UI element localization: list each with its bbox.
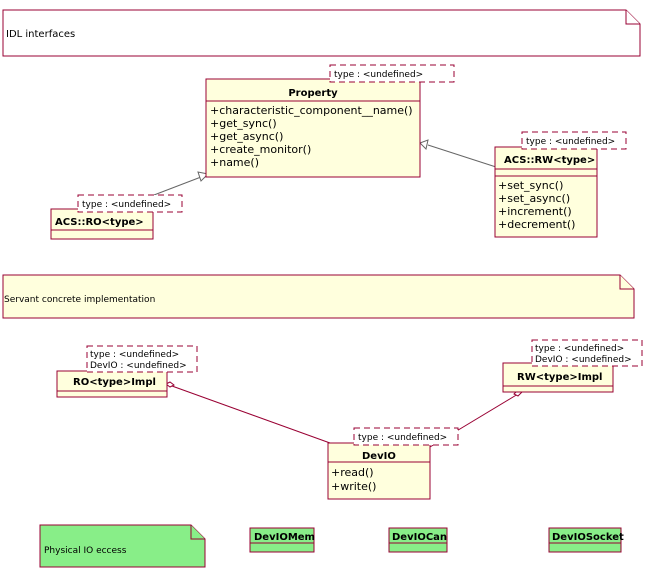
class-ro-impl-name: RO<type>Impl	[73, 377, 156, 388]
op-characteristic-component-name: +characteristic_component__name()	[210, 104, 413, 117]
class-acs-ro[interactable]: ACS::RO<type>	[50, 208, 154, 240]
class-acs-rw-name: ACS::RW<type>	[504, 155, 595, 166]
class-devio-can-name: DevIOCan	[392, 532, 447, 543]
class-devio[interactable]: DevIO +read() +write()	[327, 442, 431, 500]
note-servant-text: Servant concrete implementation	[4, 295, 155, 305]
class-rw-impl[interactable]: RW<type>Impl	[502, 362, 614, 393]
op-decrement: +decrement()	[498, 218, 575, 231]
class-devio-mem-name: DevIOMem	[254, 532, 315, 543]
op-read: +read()	[331, 466, 374, 479]
tparam-property: type : <undefined>	[329, 64, 455, 83]
svg-text:type : <undefined>: type : <undefined>	[90, 350, 179, 360]
generalization-rw-to-property	[419, 139, 497, 168]
class-devio-can[interactable]: DevIOCan	[388, 527, 448, 553]
note-physical-io[interactable]: Physical IO eccess	[39, 524, 206, 568]
tparam-rw-impl: type : <undefined> DevIO : <undefined>	[531, 339, 643, 367]
op-get-async: +get_async()	[210, 130, 283, 143]
op-increment: +increment()	[498, 205, 572, 218]
note-idl-text: IDL interfaces	[6, 29, 75, 40]
svg-text:type : <undefined>: type : <undefined>	[535, 344, 624, 354]
tparam-acs-ro: type : <undefined>	[77, 194, 183, 213]
class-property-name: Property	[288, 88, 338, 99]
op-set-sync: +set_sync()	[498, 179, 563, 192]
note-servant-implementation[interactable]: Servant concrete implementation	[2, 274, 635, 319]
svg-text:type : <undefined>: type : <undefined>	[358, 433, 447, 443]
class-rw-impl-name: RW<type>Impl	[517, 372, 602, 383]
generalization-ro-to-property	[153, 171, 210, 196]
svg-text:DevIO : <undefined>: DevIO : <undefined>	[535, 355, 632, 365]
svg-text:type : <undefined>: type : <undefined>	[526, 137, 615, 147]
svg-text:type : <undefined>: type : <undefined>	[82, 200, 171, 210]
svg-text:DevIO : <undefined>: DevIO : <undefined>	[90, 361, 187, 371]
class-acs-ro-name: ACS::RO<type>	[55, 217, 144, 228]
class-property[interactable]: Property +characteristic_component__name…	[205, 78, 421, 178]
class-devio-name: DevIO	[362, 451, 396, 462]
svg-text:type : <undefined>: type : <undefined>	[334, 70, 423, 80]
tparam-ro-impl: type : <undefined> DevIO : <undefined>	[86, 345, 198, 373]
op-name: +name()	[210, 156, 259, 169]
tparam-acs-rw: type : <undefined>	[521, 131, 627, 150]
class-devio-mem[interactable]: DevIOMem	[249, 527, 315, 553]
class-devio-socket-name: DevIOSocket	[552, 532, 624, 543]
note-physical-text: Physical IO eccess	[44, 546, 127, 556]
op-write: +write()	[331, 480, 376, 493]
op-create-monitor: +create_monitor()	[210, 143, 311, 156]
class-acs-rw[interactable]: ACS::RW<type> +set_sync() +set_async() +…	[494, 146, 598, 238]
op-set-async: +set_async()	[498, 192, 570, 205]
op-get-sync: +get_sync()	[210, 117, 277, 130]
note-idl-interfaces[interactable]: IDL interfaces	[2, 9, 641, 57]
class-ro-impl[interactable]: RO<type>Impl	[56, 370, 168, 398]
tparam-devio: type : <undefined>	[353, 427, 459, 446]
class-devio-socket[interactable]: DevIOSocket	[548, 527, 624, 553]
association-ro-impl-devio	[165, 381, 331, 444]
